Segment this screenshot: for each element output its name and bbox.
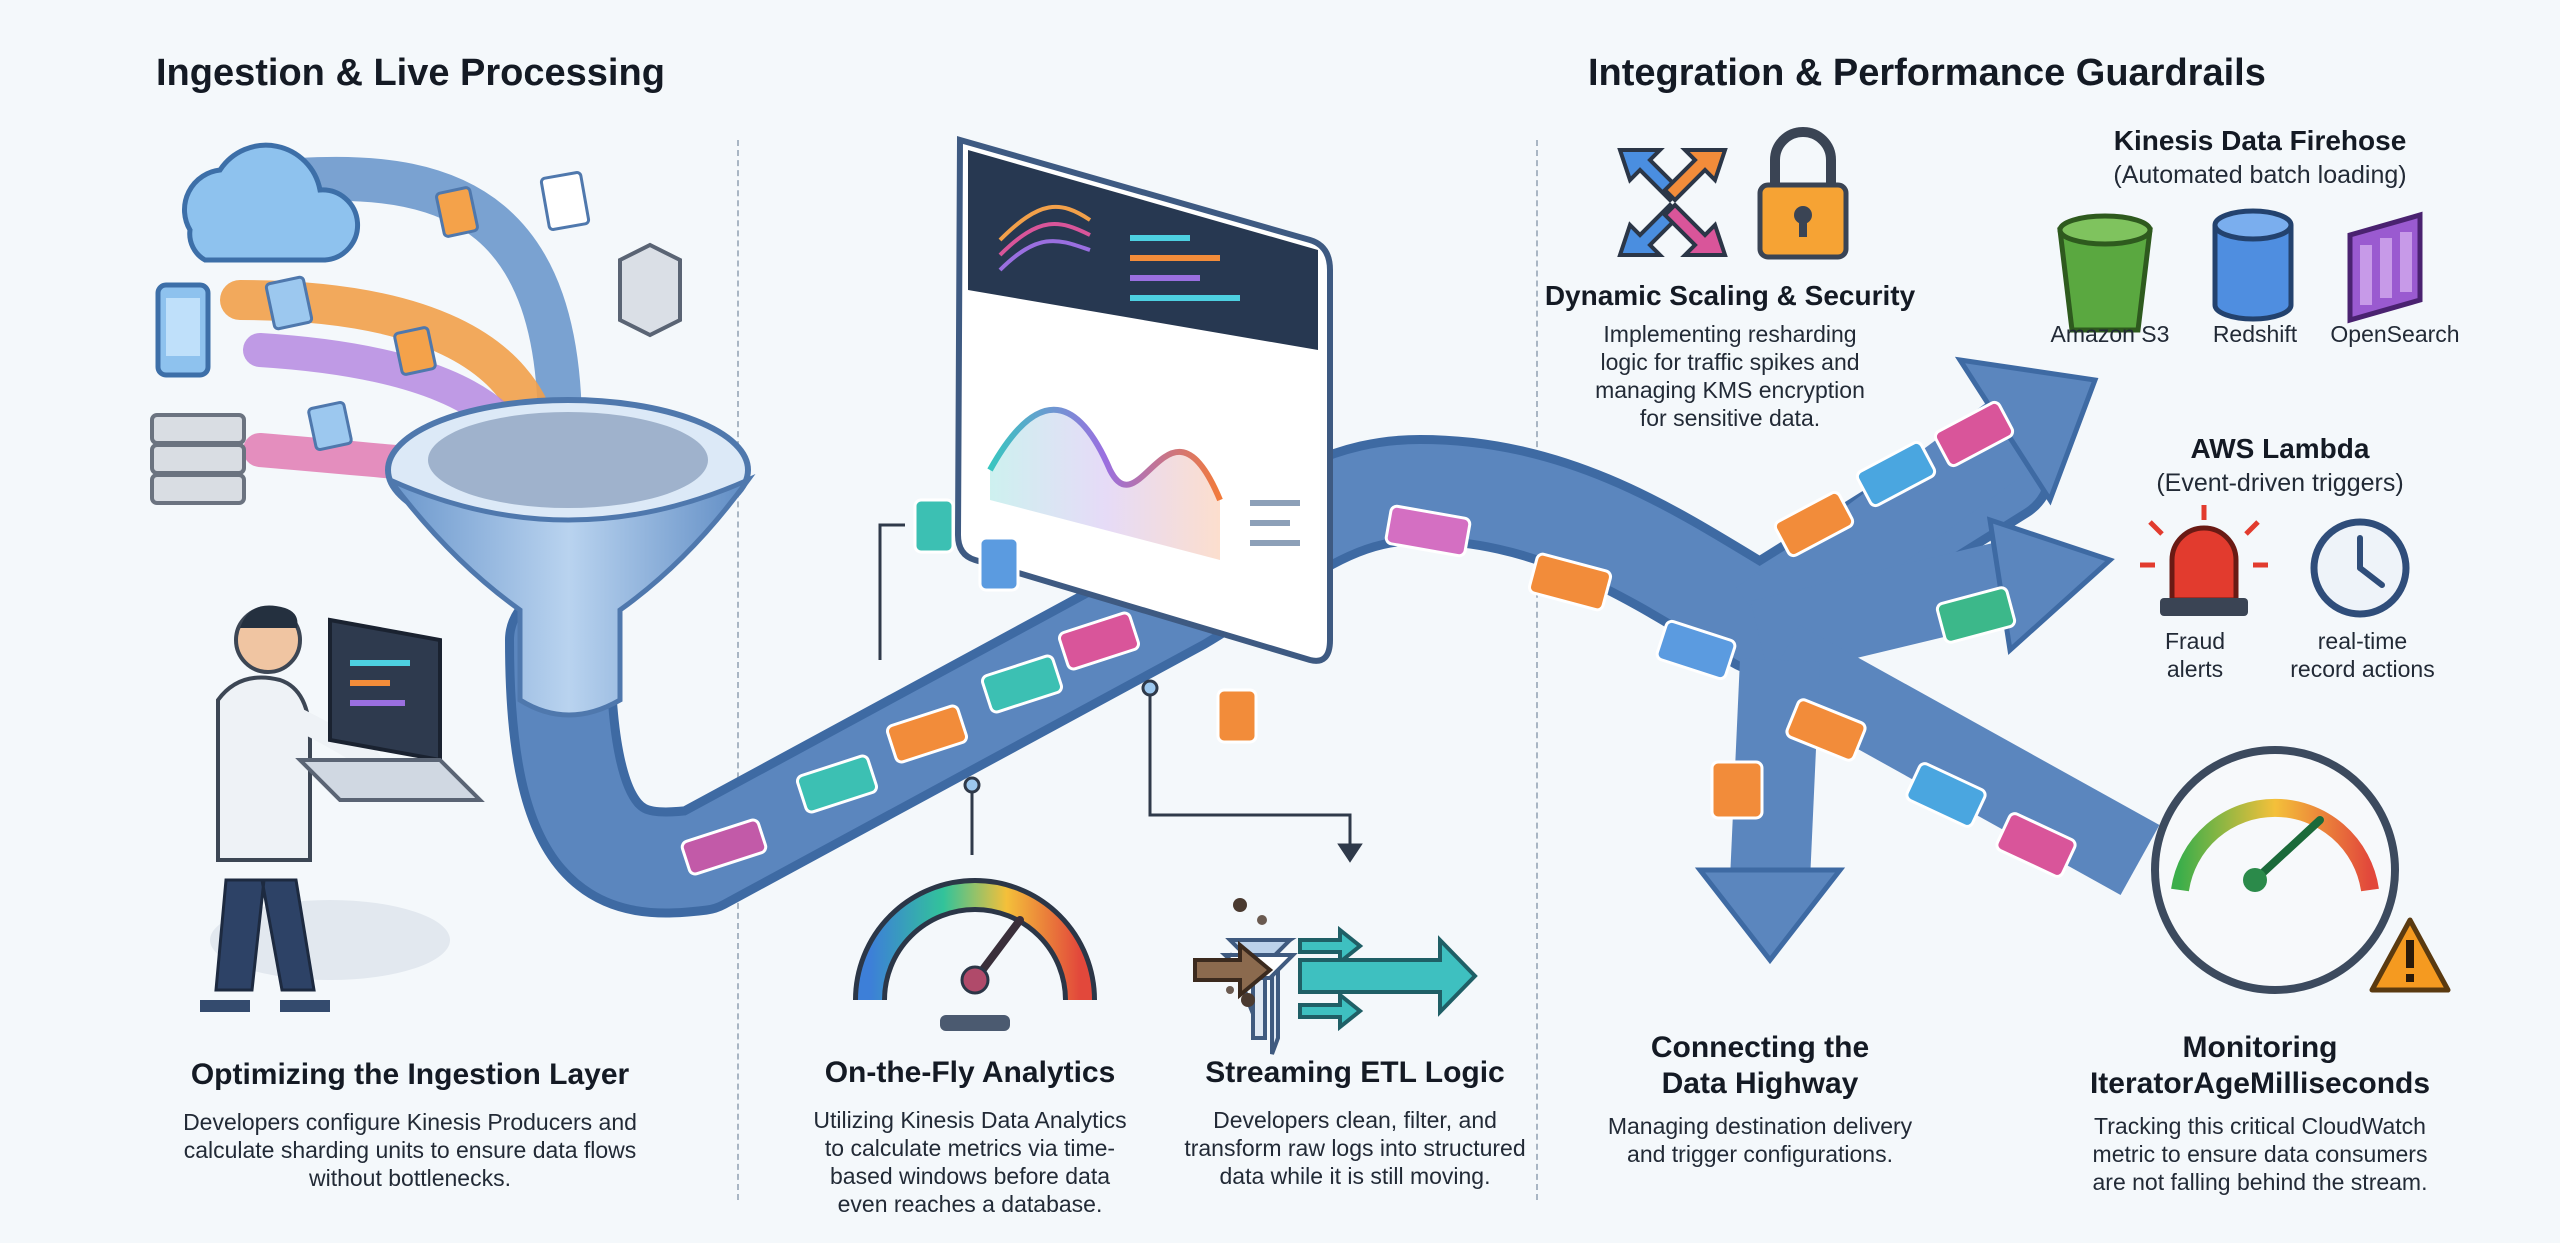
- monitoring-body-line: metric to ensure data consumers: [2092, 1141, 2428, 1168]
- laptop-icon: [295, 617, 485, 802]
- highway-body: Managing destination delivery and trigge…: [1580, 1112, 1940, 1168]
- highway-title: Connecting the Data Highway: [1580, 1030, 1940, 1102]
- monitoring-body: Tracking this critical CloudWatch metric…: [2040, 1112, 2480, 1196]
- etl-body-line: Developers clean, filter, and: [1213, 1107, 1497, 1133]
- analytics-body-line: to calculate metrics via time-: [824, 1135, 1116, 1162]
- realtime-label-line: real-time: [2317, 628, 2408, 654]
- developer-figure: [200, 605, 450, 1012]
- monitoring-title-line: IteratorAgeMilliseconds: [2089, 1067, 2431, 1100]
- siren-icon: [2140, 505, 2268, 616]
- lock-icon: [1757, 127, 1849, 260]
- left-section-title: Ingestion & Live Processing: [156, 52, 665, 94]
- scaling-body: Implementing resharding logic for traffi…: [1540, 320, 1920, 432]
- redshift-label: Redshift: [2212, 321, 2298, 347]
- highway-body-line: and trigger configurations.: [1627, 1141, 1893, 1168]
- dashboard-panel: [954, 136, 1333, 664]
- scaling-body-line: Implementing resharding: [1603, 321, 1857, 347]
- scaling-body-line: managing KMS encryption: [1595, 377, 1865, 404]
- scaling-title: Dynamic Scaling & Security: [1544, 280, 1916, 311]
- analytics-body-line: even reaches a database.: [837, 1191, 1103, 1218]
- data-packets: [680, 400, 2077, 878]
- monitoring-body-line: are not falling behind the stream.: [2092, 1169, 2428, 1196]
- lambda-subtitle: (Event-driven triggers): [2156, 469, 2404, 497]
- analytics-body-line: based windows before data: [829, 1163, 1111, 1190]
- ingestion-body-line: Developers configure Kinesis Producers a…: [183, 1109, 637, 1135]
- etl-body-line: transform raw logs into structured: [1184, 1135, 1526, 1162]
- etl-body-line: data while it is still moving.: [1219, 1163, 1491, 1190]
- divider-left: [737, 140, 739, 1200]
- iterator-gauge-icon: [2151, 746, 2399, 994]
- opensearch-label: OpenSearch: [2330, 321, 2460, 347]
- server-icon: [150, 413, 246, 505]
- scaling-body-line: logic for traffic spikes and: [1600, 349, 1860, 376]
- monitoring-body-line: Tracking this critical CloudWatch: [2094, 1113, 2426, 1139]
- highway-title-line: Connecting the: [1650, 1031, 1870, 1064]
- document-icon: [264, 171, 591, 452]
- brown-arrow-icon: [1193, 898, 1274, 1007]
- realtime-label-line: record actions: [2290, 656, 2435, 683]
- connector-lines: [878, 523, 1363, 863]
- resize-arrows-icon: [1617, 148, 1728, 257]
- realtime-label: real-time record actions: [2280, 627, 2445, 683]
- opensearch-icon: [2347, 211, 2423, 324]
- fraud-label: Fraud alerts: [2150, 627, 2240, 683]
- ingestion-body-line: without bottlenecks.: [308, 1165, 511, 1192]
- scaling-body-line: for sensitive data.: [1639, 405, 1821, 432]
- fraud-label-line: alerts: [2166, 656, 2224, 683]
- etl-flow: [1230, 945, 1232, 950]
- analytics-body-line: Utilizing Kinesis Data Analytics: [813, 1107, 1127, 1133]
- firehose-title: Kinesis Data Firehose: [2113, 125, 2407, 156]
- phone-icon: [155, 282, 211, 378]
- analytics-title: On-the-Fly Analytics: [824, 1056, 1116, 1089]
- cloud-icon: [182, 142, 361, 263]
- clock-icon: [2310, 518, 2410, 618]
- ingestion-title: Optimizing the Ingestion Layer: [190, 1058, 630, 1091]
- etl-title: Streaming ETL Logic: [1205, 1056, 1505, 1089]
- fraud-label-line: Fraud: [2164, 628, 2226, 654]
- firehose-subtitle: (Automated batch loading): [2113, 161, 2407, 189]
- ingestion-body: Developers configure Kinesis Producers a…: [120, 1108, 700, 1192]
- server-tower-icon: [618, 242, 682, 338]
- s3-label: Amazon S3: [2050, 321, 2170, 347]
- analytics-tile-icons: [913, 498, 1258, 744]
- warning-icon: [2369, 917, 2451, 993]
- monitoring-title: Monitoring IteratorAgeMilliseconds: [2040, 1030, 2480, 1102]
- right-section-title: Integration & Performance Guardrails: [1588, 52, 2266, 94]
- database-icon: [2212, 208, 2294, 322]
- bucket-icon: [2057, 213, 2153, 333]
- filter-icon: [1219, 938, 1298, 1055]
- highway-title-line: Data Highway: [1661, 1067, 1859, 1100]
- gauge-icon: [853, 878, 1097, 1031]
- etl-body: Developers clean, filter, and transform …: [1150, 1106, 1560, 1190]
- ingestion-body-line: calculate sharding units to ensure data …: [183, 1137, 637, 1164]
- analytics-body: Utilizing Kinesis Data Analytics to calc…: [770, 1106, 1170, 1218]
- lambda-title: AWS Lambda: [2190, 433, 2370, 464]
- monitoring-title-line: Monitoring: [2182, 1031, 2338, 1064]
- highway-body-line: Managing destination delivery: [1607, 1113, 1913, 1139]
- divider-right: [1536, 140, 1538, 1200]
- funnel-icon: [385, 397, 756, 718]
- clean-arrows-icon: [1298, 925, 1478, 1032]
